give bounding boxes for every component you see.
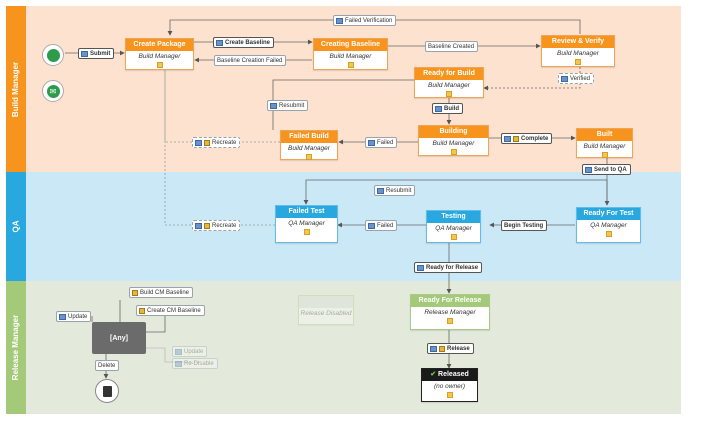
transition-update-faint: Update: [172, 346, 208, 357]
transition-icon: [504, 135, 511, 142]
lane-label-qa: QA: [6, 172, 26, 281]
document-icon: [447, 318, 453, 324]
lane-qa: [6, 172, 681, 281]
document-icon: [303, 229, 310, 235]
transition-create-baseline[interactable]: Create Baseline: [213, 37, 275, 48]
state-building[interactable]: Building Build Manager: [418, 125, 489, 156]
state-release-disabled: Release Disabled: [298, 295, 354, 325]
state-review-verify[interactable]: Review & Verify Build Manager: [541, 35, 615, 67]
state-ready-for-release[interactable]: Ready For Release Release Manager: [410, 294, 490, 330]
transition-release[interactable]: Release: [427, 343, 474, 354]
transition-baseline-created[interactable]: Baseline Created: [425, 41, 479, 52]
check-icon: ✔: [430, 371, 437, 378]
state-released[interactable]: ✔ Released (no owner): [421, 368, 478, 402]
state-ready-for-test[interactable]: Ready For Test QA Manager: [576, 207, 641, 243]
document-icon: [347, 62, 354, 68]
script-icon: [439, 345, 445, 352]
state-testing[interactable]: Testing QA Manager: [426, 210, 481, 243]
transition-update[interactable]: Update: [56, 311, 92, 322]
document-icon: [306, 154, 312, 160]
transition-failed-verification[interactable]: Failed Verification: [333, 15, 397, 26]
transition-icon: [435, 105, 442, 112]
transition-to-disabled: Re-Disable: [172, 358, 218, 369]
state-failed-test[interactable]: Failed Test QA Manager: [275, 205, 338, 243]
state-failed-build[interactable]: Failed Build Build Manager: [280, 130, 338, 160]
document-icon: [605, 231, 612, 237]
document-icon: [601, 152, 608, 158]
transition-complete[interactable]: Complete: [501, 133, 553, 144]
transition-icon: [195, 139, 202, 146]
transition-failed-test[interactable]: Failed: [365, 220, 398, 231]
transition-icon: [368, 139, 375, 146]
state-built[interactable]: Built Build Manager: [576, 128, 633, 158]
transition-icon: [561, 75, 568, 82]
transition-ready-for-release[interactable]: Ready for Release: [414, 262, 483, 273]
lane-label-release-manager: Release Manager: [6, 281, 26, 414]
script-icon: [204, 222, 210, 229]
document-icon: [450, 234, 457, 240]
state-creating-baseline[interactable]: Creating Baseline Build Manager: [313, 38, 388, 70]
transition-build-cm-baseline[interactable]: Build CM Baseline: [129, 287, 194, 298]
transition-send-to-qa[interactable]: Send to QA: [582, 164, 631, 175]
transition-icon: [175, 360, 182, 367]
document-icon: [156, 62, 163, 68]
transition-resubmit-qa[interactable]: Resubmit: [374, 185, 416, 196]
transition-icon: [377, 187, 384, 194]
transition-icon: [430, 345, 437, 352]
transition-failed-build[interactable]: Failed: [365, 137, 398, 148]
state-create-package[interactable]: Create Package Build Manager: [125, 38, 194, 70]
lane-build-manager: [6, 6, 681, 172]
transition-resubmit-build[interactable]: Resubmit: [267, 100, 309, 111]
state-ready-for-build[interactable]: Ready for Build Build Manager: [414, 67, 484, 98]
transition-create-cm-baseline[interactable]: Create CM Baseline: [136, 305, 205, 316]
envelope-icon[interactable]: ✉: [42, 80, 64, 102]
document-icon: [575, 59, 581, 65]
transition-delete[interactable]: Delete: [95, 360, 120, 371]
globe-icon[interactable]: [42, 44, 64, 66]
transition-icon: [270, 102, 277, 109]
transition-icon: [175, 348, 182, 355]
script-icon: [204, 139, 210, 146]
state-any[interactable]: [Any]: [92, 322, 146, 354]
trash-icon[interactable]: [95, 379, 119, 403]
transition-icon: [81, 50, 88, 57]
transition-recreate-build[interactable]: Recreate: [192, 137, 241, 148]
transition-build[interactable]: Build: [432, 103, 463, 114]
document-icon: [450, 149, 457, 155]
transition-verified[interactable]: Verified: [558, 73, 595, 84]
transition-icon: [368, 222, 375, 229]
transition-icon: [59, 313, 66, 320]
transition-begin-testing[interactable]: Begin Testing: [501, 220, 548, 231]
transition-icon: [216, 39, 223, 46]
document-icon: [446, 392, 453, 398]
transition-icon: [336, 17, 343, 24]
transition-recreate-test[interactable]: Recreate: [192, 220, 241, 231]
transition-submit[interactable]: Submit: [78, 48, 115, 59]
transition-icon: [195, 222, 202, 229]
transition-icon: [585, 166, 592, 173]
script-icon: [139, 307, 145, 314]
transition-baseline-creation-failed[interactable]: Baseline Creation Failed: [214, 55, 287, 66]
document-icon: [446, 91, 452, 97]
lane-label-build-manager: Build Manager: [6, 6, 26, 172]
transition-icon: [417, 264, 424, 271]
script-icon: [513, 135, 519, 142]
script-icon: [132, 289, 138, 296]
